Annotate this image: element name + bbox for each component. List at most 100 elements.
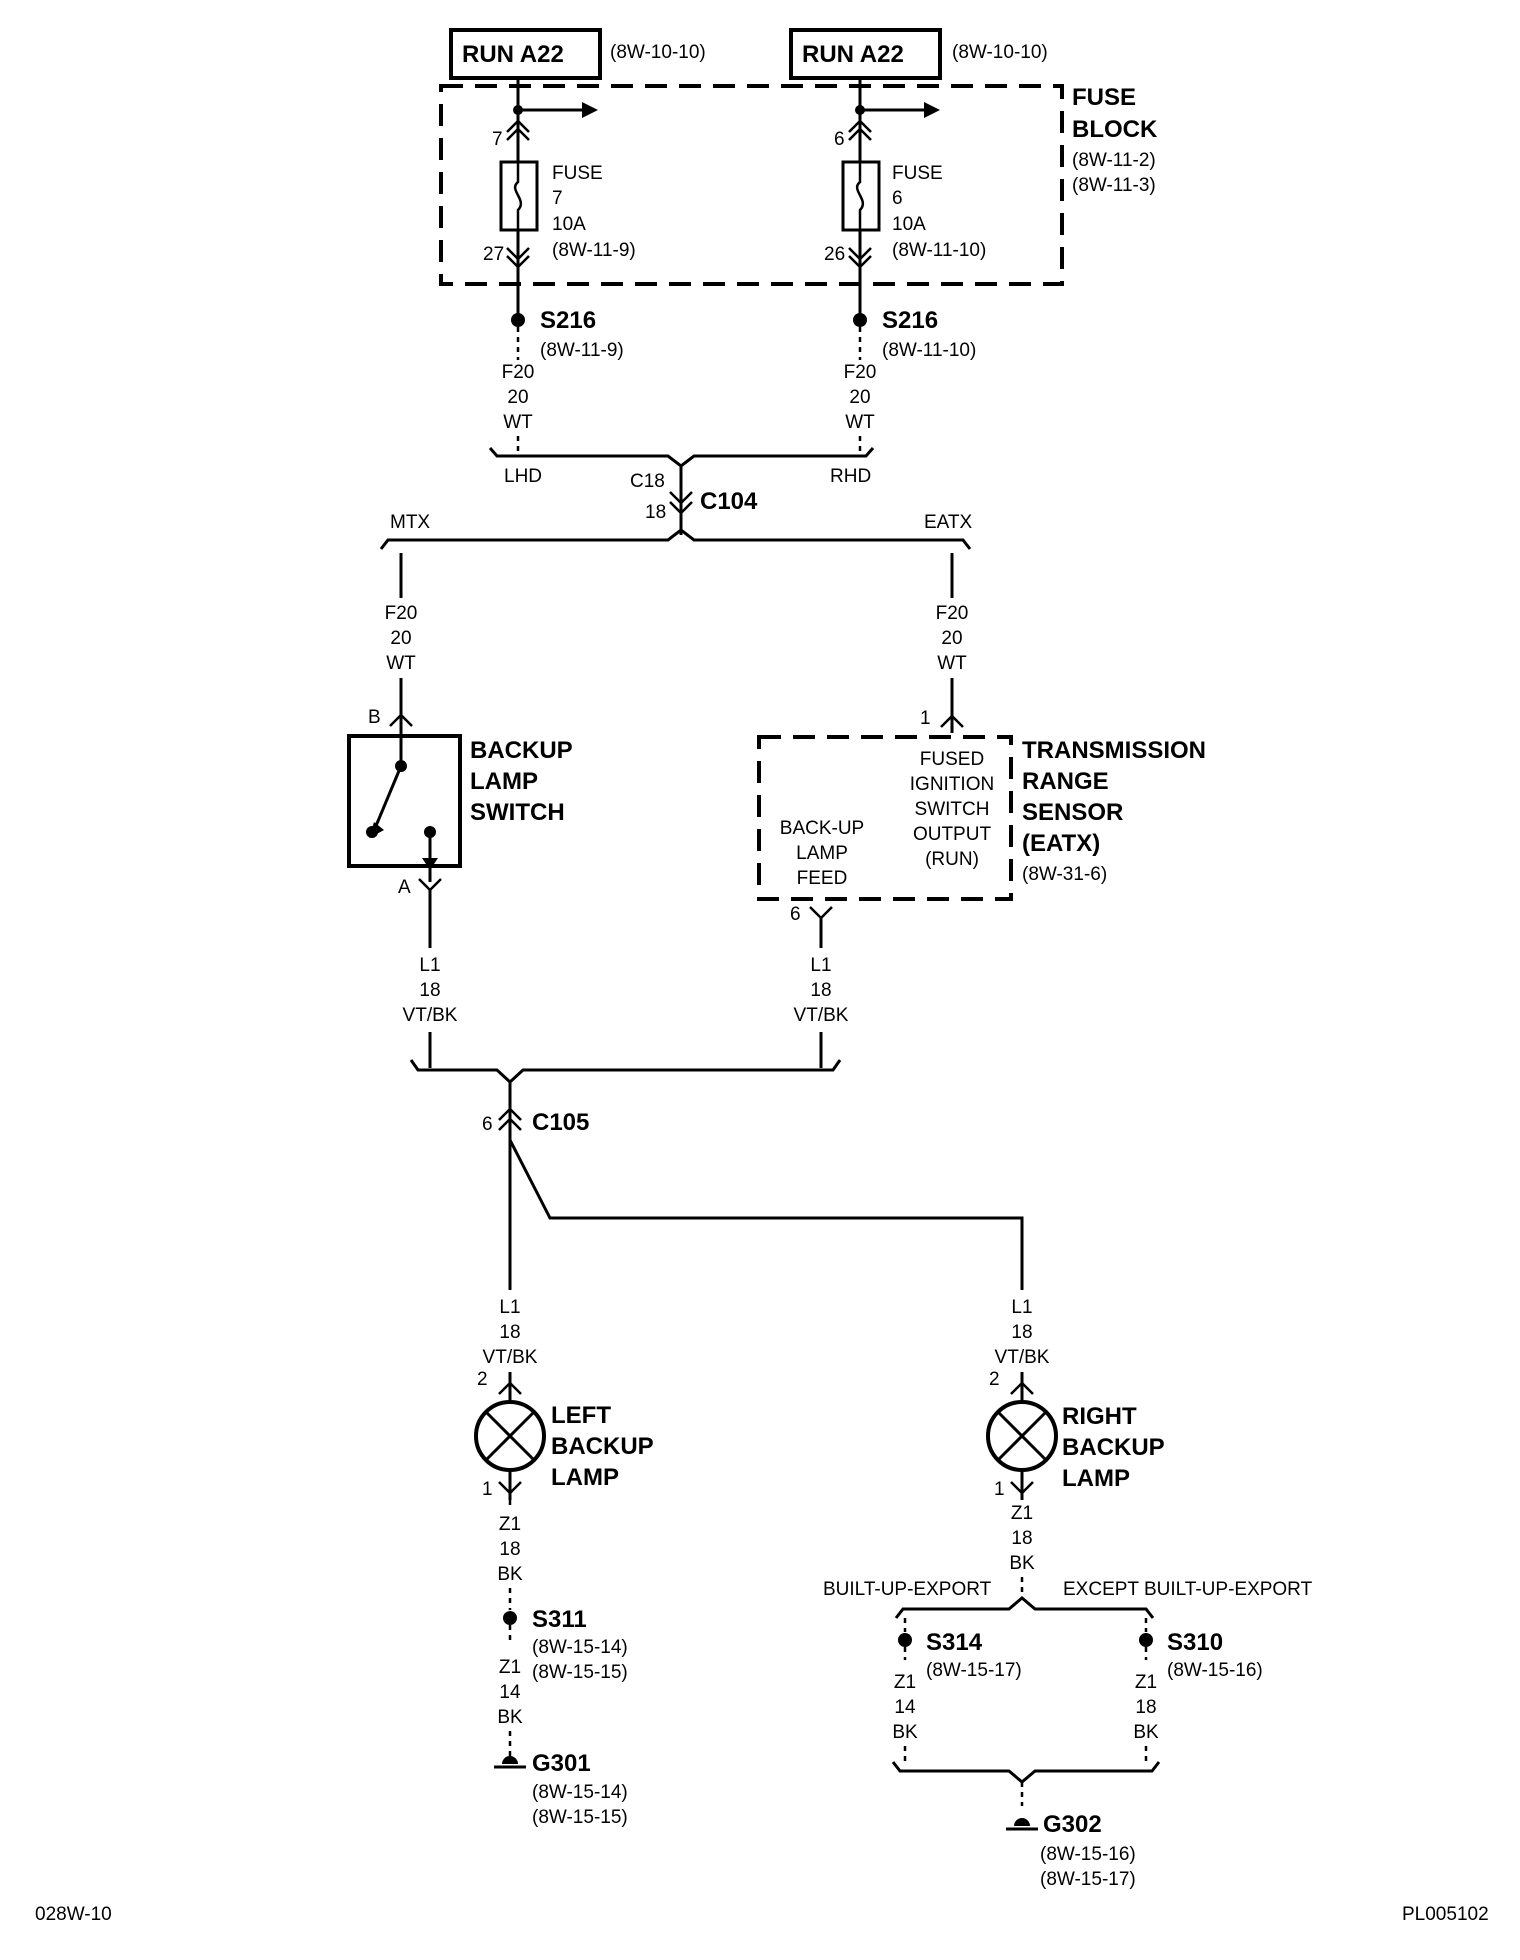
fuse-6-ref: (8W-11-10) bbox=[892, 240, 986, 261]
ground-g301-id: G301 bbox=[532, 1750, 591, 1777]
splice-s310-dot bbox=[1139, 1633, 1153, 1647]
fuse-7-element bbox=[513, 162, 523, 230]
right-backup-lamp: L1 18 VT/BK 2 1 RIGHT BACKUP LAMP Z1 18 … bbox=[986, 1297, 1165, 1600]
footer-page-code: 028W-10 bbox=[35, 1904, 112, 1925]
left-backup-lamp: L1 18 VT/BK 2 1 LEFT BACKUP LAMP Z1 18 B… bbox=[474, 1297, 654, 1610]
splice-s314-wire-code: Z1 bbox=[894, 1672, 916, 1693]
left-lamp-wire-in-gauge: 18 bbox=[499, 1322, 520, 1343]
fuse-6-rating: 10A bbox=[892, 214, 926, 235]
right-lamp-wire-out-color: BK bbox=[1009, 1553, 1035, 1574]
c104-cavity-line2: 18 bbox=[645, 502, 666, 523]
fuse-block-ref1: (8W-11-2) bbox=[1072, 150, 1156, 171]
right-lamp-wire-in-code: L1 bbox=[1011, 1297, 1032, 1318]
fuse-6-in-pin: 6 bbox=[834, 129, 845, 150]
splice-s310-ref: (8W-15-16) bbox=[1167, 1660, 1263, 1681]
splice-s216-right-id: S216 bbox=[882, 307, 938, 334]
splice-s311-id: S311 bbox=[532, 1606, 587, 1633]
splice-s216-left-dot bbox=[511, 313, 525, 327]
right-lamp-label-line2: BACKUP bbox=[1062, 1434, 1165, 1461]
right-lamp-pin-2: 2 bbox=[989, 1369, 1000, 1390]
wire-f20-mtx-code: F20 bbox=[385, 603, 418, 624]
splice-s311-wire-color: BK bbox=[497, 1707, 523, 1728]
wire-f20-eatx: F20 20 WT bbox=[936, 553, 969, 733]
wire-l1-trs-gauge: 18 bbox=[810, 980, 831, 1001]
run-a22-source-left: RUN A22 (8W-10-10) bbox=[449, 28, 706, 80]
trs-label-line2: RANGE bbox=[1022, 768, 1109, 795]
run-a22-ref-left: (8W-10-10) bbox=[610, 42, 706, 63]
left-lamp-wire-out-code: Z1 bbox=[499, 1514, 521, 1535]
fuse-6: 6 26 FUSE 6 10A (8W-11-10) bbox=[824, 78, 986, 318]
wire-f20-eatx-code: F20 bbox=[936, 603, 969, 624]
splice-s311: S311 (8W-15-14) (8W-15-15) Z1 14 BK bbox=[497, 1606, 628, 1756]
trs-label-line3: SENSOR bbox=[1022, 799, 1123, 826]
option-mtx-label: MTX bbox=[390, 512, 430, 533]
fuse-block-label-line2: BLOCK bbox=[1072, 116, 1158, 143]
wire-f20-lhd-color: WT bbox=[503, 412, 533, 433]
trs-inner-right-1: FUSED bbox=[920, 749, 984, 770]
connector-c104: C18 18 C104 bbox=[630, 466, 758, 535]
backup-switch-pin-b: B bbox=[368, 707, 381, 728]
ground-merge-bracket bbox=[891, 1761, 1161, 1784]
run-a22-ref-right: (8W-10-10) bbox=[952, 42, 1048, 63]
wire-f20-rhd-color: WT bbox=[845, 412, 875, 433]
trs-pin-6-connector bbox=[809, 906, 833, 920]
c105-pin: 6 bbox=[482, 1114, 493, 1135]
fuse-6-element bbox=[855, 162, 865, 230]
splice-s310-wire-gauge: 18 bbox=[1135, 1697, 1156, 1718]
l1-merge-bracket bbox=[409, 1059, 842, 1085]
export-option-bracket: BUILT-UP-EXPORT EXCEPT BUILT-UP-EXPORT bbox=[823, 1579, 1313, 1619]
backup-switch-label-line1: BACKUP bbox=[470, 737, 573, 764]
right-lamp-wire-in-gauge: 18 bbox=[1011, 1322, 1032, 1343]
run-a22-source-right: RUN A22 (8W-10-10) bbox=[789, 28, 1048, 80]
splice-s314-id: S314 bbox=[926, 1629, 983, 1656]
splice-s216-right: S216 (8W-11-10) F20 20 WT bbox=[844, 307, 976, 456]
trs-inner-right-3: SWITCH bbox=[915, 799, 990, 820]
splice-s310: S310 (8W-15-16) Z1 18 BK bbox=[1133, 1618, 1263, 1762]
wire-f20-mtx-gauge: 20 bbox=[390, 628, 411, 649]
wire-f20-lhd-gauge: 20 bbox=[507, 387, 528, 408]
run-a22-label-left: RUN A22 bbox=[462, 41, 564, 68]
c105-id: C105 bbox=[532, 1109, 589, 1136]
splice-s216-left: S216 (8W-11-9) F20 20 WT bbox=[502, 307, 624, 456]
fuse-block-ref2: (8W-11-3) bbox=[1072, 175, 1156, 196]
fuse-7-ref: (8W-11-9) bbox=[552, 240, 636, 261]
trs-inner-left-1: BACK-UP bbox=[780, 818, 864, 839]
right-lamp-wire-out-gauge: 18 bbox=[1011, 1528, 1032, 1549]
ground-g301-symbol bbox=[502, 1756, 518, 1764]
c104-cavity-line1: C18 bbox=[630, 471, 665, 492]
wire-f20-eatx-color: WT bbox=[937, 653, 967, 674]
connector-c105: 6 C105 bbox=[482, 1082, 1024, 1290]
fuse-7-name: FUSE bbox=[552, 163, 603, 184]
wire-l1-switch-color: VT/BK bbox=[403, 1005, 458, 1026]
splice-s311-wire-code: Z1 bbox=[499, 1657, 521, 1678]
run-a22-box-right bbox=[789, 28, 942, 80]
wire-l1-switch: L1 18 VT/BK bbox=[403, 890, 458, 1068]
left-lamp-wire-out-gauge: 18 bbox=[499, 1539, 520, 1560]
fuse-7-number: 7 bbox=[552, 188, 563, 209]
option-lhd-label: LHD bbox=[504, 466, 542, 487]
right-lamp-pin-1: 1 bbox=[994, 1479, 1005, 1500]
ground-g301-ref1: (8W-15-14) bbox=[532, 1782, 628, 1803]
wire-l1-switch-gauge: 18 bbox=[419, 980, 440, 1001]
right-lamp-label-line3: LAMP bbox=[1062, 1465, 1130, 1492]
run-a22-label-right: RUN A22 bbox=[802, 41, 904, 68]
fuse-block-label-line1: FUSE bbox=[1072, 84, 1136, 111]
splice-s216-left-ref: (8W-11-9) bbox=[540, 340, 624, 361]
wire-f20-lhd-code: F20 bbox=[502, 362, 535, 383]
trs-pin-1: 1 bbox=[920, 708, 931, 729]
left-lamp-pin-1-connector bbox=[498, 1481, 522, 1495]
backup-switch-label-line3: SWITCH bbox=[470, 799, 565, 826]
left-lamp-wire-out-color: BK bbox=[497, 1564, 523, 1585]
wire-l1-trs-color: VT/BK bbox=[794, 1005, 849, 1026]
splice-s314-wire-color: BK bbox=[892, 1722, 918, 1743]
splice-s311-wire-gauge: 14 bbox=[499, 1682, 521, 1703]
c104-id: C104 bbox=[700, 488, 758, 515]
right-lamp-wire-out-code: Z1 bbox=[1011, 1503, 1033, 1524]
option-built-up-export-label: BUILT-UP-EXPORT bbox=[823, 1579, 992, 1600]
fuse-7-out-pin: 27 bbox=[483, 244, 504, 265]
transmission-range-sensor: 1 FUSED IGNITION SWITCH OUTPUT (RUN) BAC… bbox=[757, 708, 1206, 925]
backup-lamp-switch: B A BACKUP LAMP SWITCH bbox=[347, 707, 573, 898]
splice-s311-dot bbox=[503, 1611, 517, 1625]
wire-f20-mtx-color: WT bbox=[386, 653, 416, 674]
